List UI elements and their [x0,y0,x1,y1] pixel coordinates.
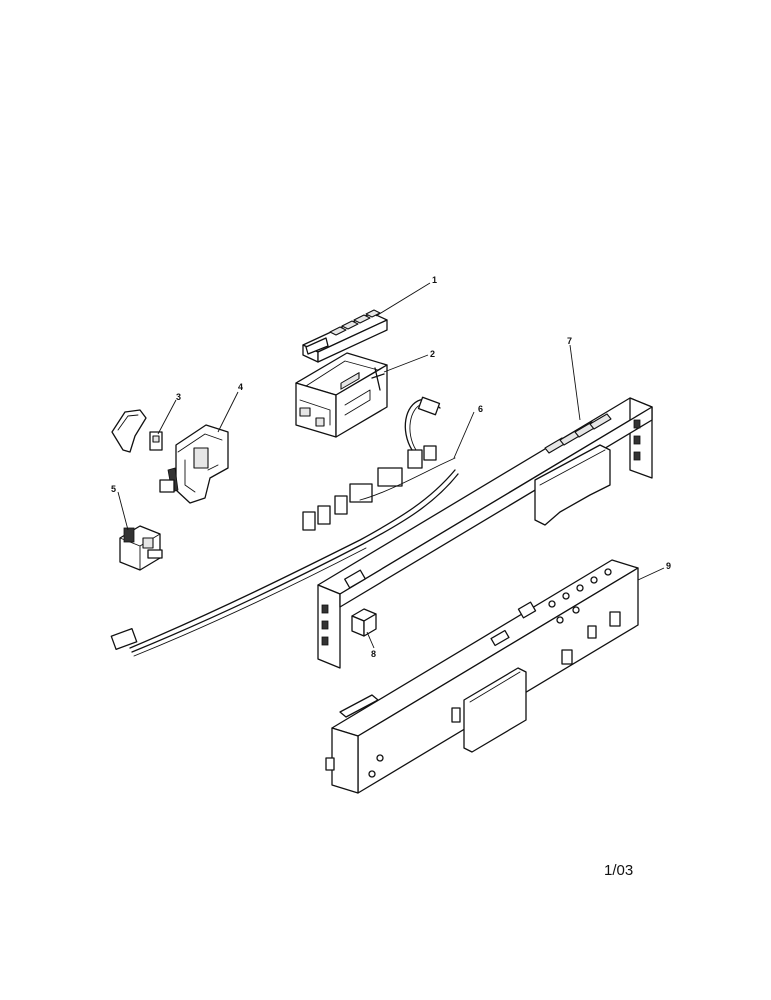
callout-leaders [117,282,665,649]
part-5-switch [119,525,163,571]
bracket-holes [368,568,612,778]
panel-frame-buttons [544,413,612,454]
part-8-small-block [351,608,377,637]
panel-frame-end-slots [321,419,641,646]
callout-4: 4 [238,382,243,392]
part-1-button-strip [302,309,388,363]
harness-connectors [302,445,437,531]
part-6-wire-harness [110,396,459,657]
part-2-control-module [295,352,388,438]
callout-2: 2 [430,349,435,359]
callout-9: 9 [666,561,671,571]
part-4-latch-bracket [159,424,229,504]
part-3-clip [111,409,163,453]
part-9-mounting-bracket [325,559,639,794]
callout-7: 7 [567,336,572,346]
page-code: 1/03 [604,862,634,879]
callout-8: 8 [371,649,376,659]
part-7-panel-frame [317,397,653,669]
callout-5: 5 [111,484,116,494]
callout-labels: 1 2 3 4 5 6 7 8 9 [111,275,671,659]
callout-1: 1 [432,275,437,285]
callout-3: 3 [176,392,181,402]
callout-6: 6 [478,404,483,414]
